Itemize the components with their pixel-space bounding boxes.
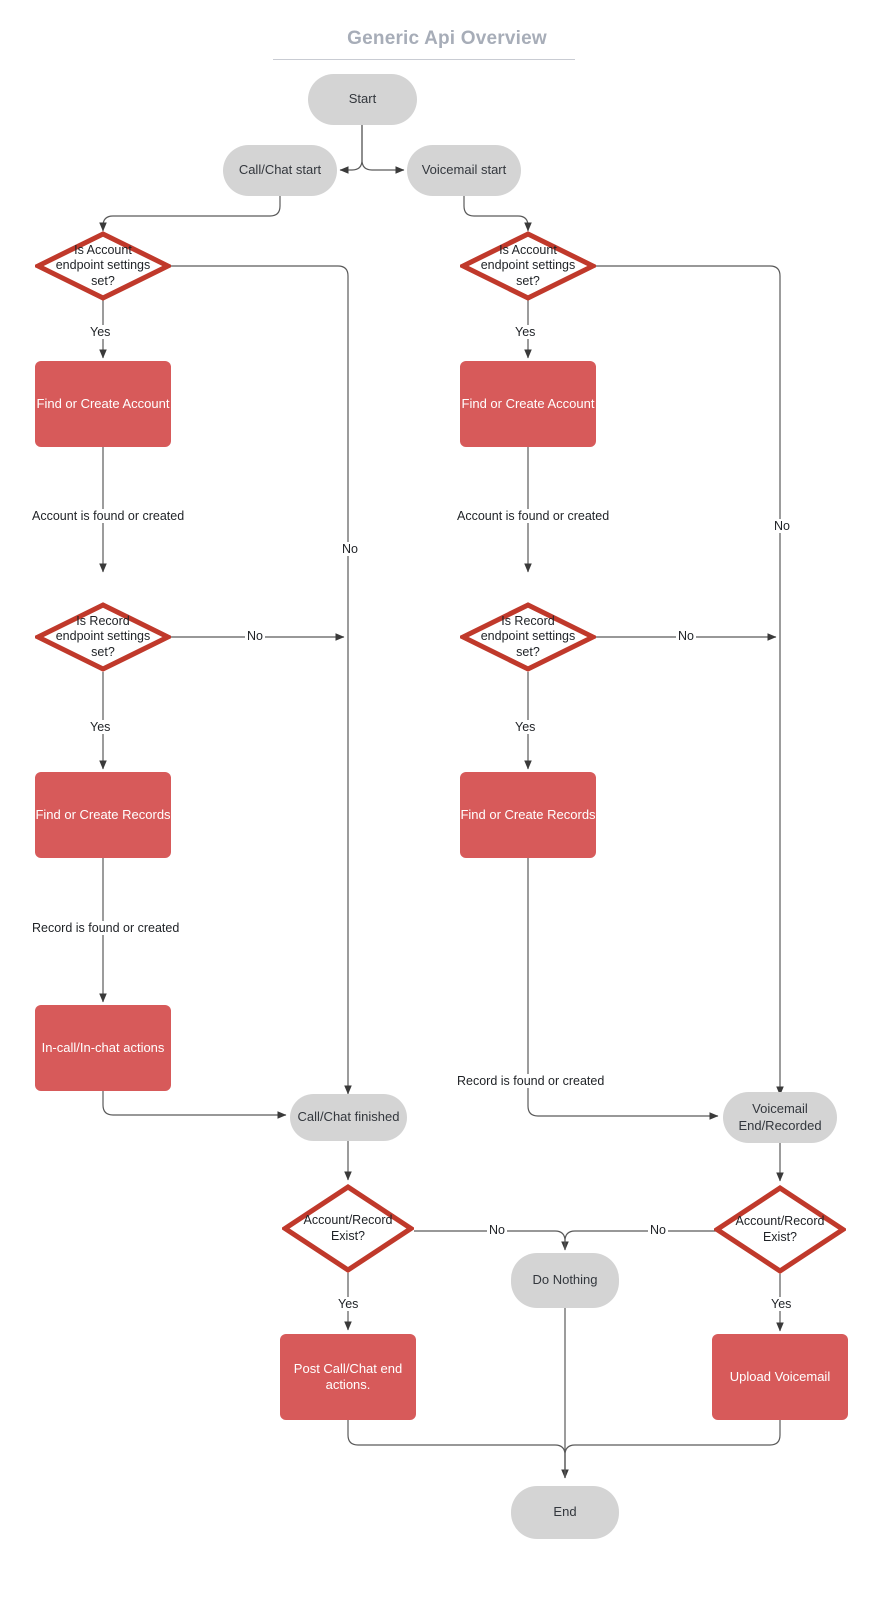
node-in-call-actions-label: In-call/In-chat actions [41, 1039, 165, 1055]
edge-callchat-to-account-decision [99, 196, 281, 232]
node-call-chat-start-label: Call/Chat start [238, 162, 322, 178]
edge-label-right-record-found: Record is found or created [455, 1074, 607, 1088]
node-right-find-create-records-label: Find or Create Records [460, 806, 596, 822]
edge-start-to-voicemail [361, 125, 405, 174]
edge-label-right-record-yes: Yes [513, 720, 538, 734]
edge-label-right-record-no: No [676, 629, 696, 643]
diamond-shape [714, 1185, 846, 1274]
edge-start-to-callchat [339, 125, 363, 174]
node-voicemail-end[interactable]: Voicemail End/Recorded [723, 1092, 837, 1143]
node-call-chat-start[interactable]: Call/Chat start [223, 145, 337, 196]
edge-post-actions-to-end [347, 1420, 569, 1479]
node-do-nothing-label: Do Nothing [532, 1272, 598, 1288]
node-right-exist-decision-label: Account/Record Exist? [735, 1213, 825, 1244]
diamond-shape [460, 231, 596, 301]
node-left-record-decision[interactable]: Is Record endpoint settings set? [35, 602, 171, 672]
node-post-call-actions-label: Post Call/Chat end actions. [293, 1360, 403, 1392]
edge-label-left-record-yes: Yes [88, 720, 113, 734]
node-call-chat-finished[interactable]: Call/Chat finished [290, 1094, 407, 1141]
node-end[interactable]: End [511, 1486, 619, 1539]
node-left-find-create-account[interactable]: Find or Create Account [35, 361, 171, 447]
title-underline [273, 59, 575, 60]
node-right-record-decision[interactable]: Is Record endpoint settings set? [460, 602, 596, 672]
diamond-shape [460, 602, 596, 672]
edge-label-right-exist-yes: Yes [769, 1297, 794, 1311]
node-right-find-create-account-label: Find or Create Account [461, 395, 595, 411]
edge-label-left-account-yes: Yes [88, 325, 113, 339]
edge-upload-voicemail-to-end [564, 1420, 781, 1478]
node-right-account-decision-label: Is Account endpoint settings set? [480, 242, 576, 288]
node-right-find-create-records[interactable]: Find or Create Records [460, 772, 596, 858]
node-right-exist-decision[interactable]: Account/Record Exist? [714, 1185, 846, 1274]
edge-label-right-exist-no: No [648, 1223, 668, 1237]
node-left-exist-decision[interactable]: Account/Record Exist? [282, 1184, 414, 1273]
page-title: Generic Api Overview [347, 28, 547, 49]
node-do-nothing[interactable]: Do Nothing [511, 1253, 619, 1308]
node-end-label: End [553, 1504, 577, 1520]
node-left-account-decision-label: Is Account endpoint settings set? [55, 242, 151, 288]
edge-label-left-account-found: Account is found or created [30, 509, 187, 523]
node-left-account-decision[interactable]: Is Account endpoint settings set? [35, 231, 171, 301]
edge-right-account-no [590, 265, 781, 1086]
node-voicemail-start[interactable]: Voicemail start [407, 145, 521, 196]
edge-right-records-to-voicemail-end [527, 858, 719, 1120]
node-left-record-decision-label: Is Record endpoint settings set? [55, 613, 151, 659]
edge-right-exist-no [564, 1230, 716, 1250]
node-voicemail-start-label: Voicemail start [421, 162, 507, 178]
diamond-shape [282, 1184, 414, 1273]
node-post-call-actions[interactable]: Post Call/Chat end actions. [280, 1334, 416, 1420]
node-in-call-actions[interactable]: In-call/In-chat actions [35, 1005, 171, 1091]
diamond-shape [35, 231, 171, 301]
node-upload-voicemail-label: Upload Voicemail [729, 1368, 831, 1384]
node-right-find-create-account[interactable]: Find or Create Account [460, 361, 596, 447]
edge-label-left-record-no: No [245, 629, 265, 643]
edge-label-left-exist-yes: Yes [336, 1297, 361, 1311]
node-left-find-create-account-label: Find or Create Account [36, 395, 170, 411]
node-right-record-decision-label: Is Record endpoint settings set? [480, 613, 576, 659]
edge-voicemail-to-account-decision [463, 196, 532, 232]
node-start[interactable]: Start [308, 74, 417, 125]
edge-label-left-record-found: Record is found or created [30, 921, 182, 935]
node-call-chat-finished-label: Call/Chat finished [297, 1109, 400, 1125]
node-right-account-decision[interactable]: Is Account endpoint settings set? [460, 231, 596, 301]
node-left-exist-decision-label: Account/Record Exist? [303, 1212, 393, 1243]
edge-left-account-no [165, 265, 349, 1085]
node-voicemail-end-label: Voicemail End/Recorded [738, 1101, 822, 1133]
edge-label-right-account-yes: Yes [513, 325, 538, 339]
node-left-find-create-records-label: Find or Create Records [35, 806, 171, 822]
node-start-label: Start [348, 91, 377, 107]
edge-label-left-account-no: No [340, 542, 360, 556]
diamond-shape [35, 602, 171, 672]
edge-label-left-exist-no: No [487, 1223, 507, 1237]
edge-incall-to-callchat-finished [102, 1091, 287, 1119]
edge-label-right-account-no: No [772, 519, 792, 533]
edge-label-right-account-found: Account is found or created [455, 509, 612, 523]
node-upload-voicemail[interactable]: Upload Voicemail [712, 1334, 848, 1420]
node-left-find-create-records[interactable]: Find or Create Records [35, 772, 171, 858]
